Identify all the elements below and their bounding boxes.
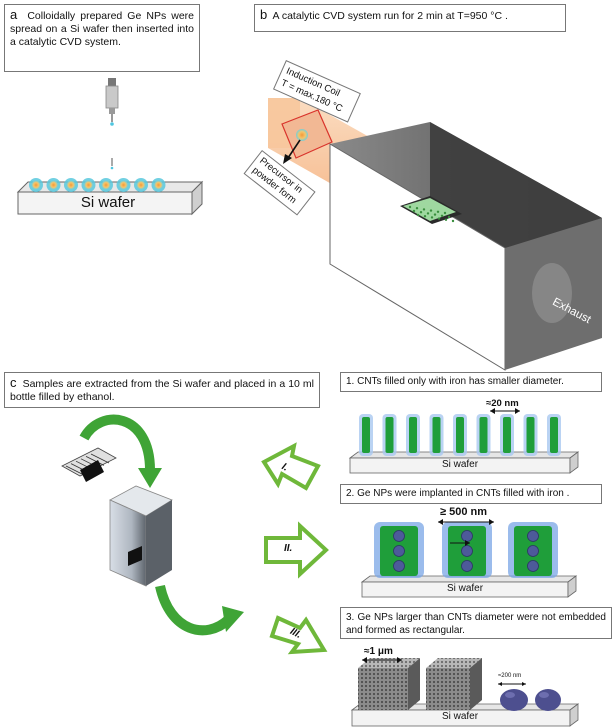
cnts-with-ge-nps [374, 522, 558, 578]
block-arrow-ii [264, 521, 329, 579]
ge-np [46, 178, 61, 192]
wafer-a-label: Si wafer [80, 194, 136, 211]
ge-np [151, 178, 166, 192]
block-arrow-iii [269, 615, 328, 655]
step3-dimension-small: ≈200 nm [498, 673, 522, 679]
cnt-large [508, 522, 558, 578]
ge-cube-large-2 [426, 658, 482, 710]
step3-wafer-label: Si wafer [441, 711, 479, 722]
cnt-large [374, 522, 424, 578]
step2-dimension: ≥ 500 nm [440, 506, 488, 518]
arrow-label-ii: II. [284, 543, 293, 554]
step1-caption: 1. CNTs filled only with iron has smalle… [340, 372, 602, 392]
curved-arrow-top [79, 414, 162, 488]
cvd-system [268, 98, 602, 371]
step3-dimension-large: ≈1 μm [364, 646, 393, 657]
cnt [500, 414, 514, 456]
cnt [359, 414, 373, 456]
dimension-arrow-500nm [438, 519, 494, 546]
syringe [105, 78, 119, 170]
ge-nanoparticles-on-wafer [29, 178, 166, 192]
panel-b-caption: b A catalytic CVD system run for 2 min a… [254, 4, 566, 32]
ge-np [64, 178, 78, 192]
panel-a-text: Colloidally prepared Ge NPs were spread … [10, 10, 194, 48]
cnt-large [442, 522, 492, 578]
ge-np [134, 178, 148, 192]
panel-a-letter: a [10, 7, 18, 22]
cnt [476, 414, 491, 456]
step1-dimension: ≈20 nm [486, 398, 519, 409]
ethanol-bottle [109, 485, 173, 587]
cnt [547, 414, 561, 456]
cnt [406, 414, 420, 456]
block-arrow-i [261, 442, 321, 491]
cnt [429, 414, 444, 456]
panel-c-text: Samples are extracted from the Si wafer … [10, 378, 314, 403]
cnt [523, 414, 538, 456]
cnt [453, 414, 467, 456]
panel-c-letter: c [10, 375, 17, 390]
ge-np [116, 178, 131, 192]
step2-wafer-label: Si wafer [446, 583, 484, 594]
ge-np-small-1 [500, 689, 528, 711]
panel-b-text: A catalytic CVD system run for 2 min at … [272, 10, 508, 22]
ge-np [81, 178, 96, 192]
curved-arrow-bottom [155, 584, 244, 636]
panel-b-letter: b [260, 7, 268, 22]
panel-c-caption: c Samples are extracted from the Si wafe… [4, 372, 320, 408]
step3-caption: 3. Ge NPs larger than CNTs diameter were… [340, 607, 612, 639]
cnts-iron-filled [359, 414, 561, 456]
dimension-arrow-20nm [490, 408, 520, 414]
panel-a-caption: a Colloidally prepared Ge NPs were sprea… [4, 4, 200, 72]
ge-cube-large-1 [358, 658, 420, 710]
cnt [382, 414, 397, 456]
step1-wafer-label: Si wafer [441, 459, 479, 470]
sample-chip [61, 447, 117, 482]
ge-np [29, 178, 43, 192]
dimension-arrow-1um [362, 657, 402, 663]
ge-np [99, 178, 113, 192]
dimension-arrow-200nm [498, 682, 526, 686]
step2-caption: 2. Ge NPs were implanted in CNTs filled … [340, 484, 602, 504]
ge-np-small-2 [535, 689, 561, 711]
